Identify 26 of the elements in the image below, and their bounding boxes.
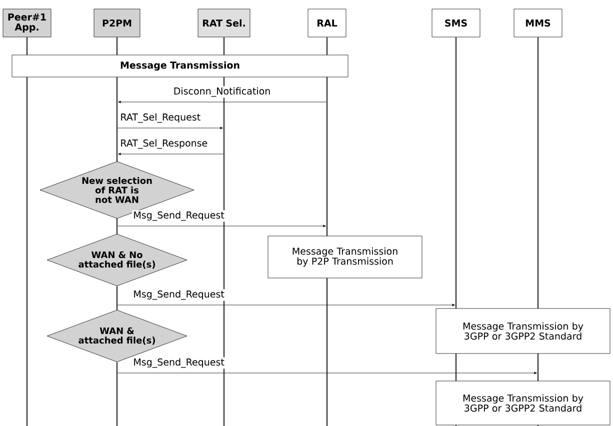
process-box: Message Transmission by 3GPP or 3GPP2 Standard bbox=[436, 308, 610, 354]
process-box: Message Transmission by P2P Transmission bbox=[268, 236, 422, 278]
arrow bbox=[118, 100, 327, 104]
process-box: Message Transmission by 3GPP or 3GPP2 Standard bbox=[436, 380, 610, 426]
lifeline-head: P2PM bbox=[94, 8, 140, 38]
arrow bbox=[117, 372, 537, 374]
lifeline-head: RAL bbox=[308, 8, 346, 38]
lifeline bbox=[26, 37, 28, 426]
lifeline-head: RAT Sel. bbox=[198, 8, 250, 38]
edge-label: Msg_Send_Request bbox=[132, 210, 226, 222]
edge-label: RAT_Sel_Request bbox=[119, 112, 202, 124]
edge-label: Msg_Send_Request bbox=[132, 289, 226, 301]
lifeline bbox=[326, 37, 328, 426]
edge-label: Disconn_Notification bbox=[172, 86, 272, 98]
arrow bbox=[118, 152, 224, 156]
lifeline-head: Peer#1 App. bbox=[2, 8, 52, 38]
edge-label: Msg_Send_Request bbox=[132, 357, 226, 369]
lifeline-head: SMS bbox=[432, 8, 480, 38]
edge-label: RAT_Sel_Response bbox=[119, 138, 209, 150]
arrow bbox=[117, 126, 223, 130]
message-band: Message Transmission bbox=[12, 54, 348, 78]
arrow bbox=[117, 304, 455, 306]
lifeline-head: MMS bbox=[514, 8, 562, 38]
lifeline bbox=[116, 286, 118, 310]
lifeline bbox=[116, 216, 118, 234]
lifeline bbox=[116, 362, 118, 426]
